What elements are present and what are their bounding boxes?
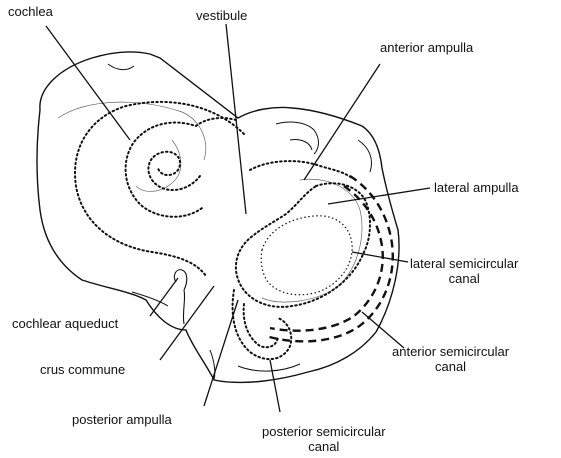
leader-cochlea [46, 26, 130, 140]
leader-posterior-ampulla [204, 300, 238, 406]
label-line: posterior semicircular [262, 424, 386, 439]
label-lateral-ampulla: lateral ampulla [434, 180, 519, 195]
label-posterior-ampulla: posterior ampulla [72, 412, 172, 427]
lateral-semicircular-canal-duct [261, 216, 352, 295]
leader-vestibule [226, 24, 246, 214]
label-vestibule: vestibule [196, 8, 247, 23]
label-line: anterior semicircular [392, 344, 509, 359]
label-line: canal [410, 271, 518, 286]
label-anterior-semicircular-canal: anterior semicircular canal [392, 344, 509, 374]
label-lateral-semicircular-canal: lateral semicircular canal [410, 256, 518, 286]
label-line: lateral semicircular [410, 256, 518, 271]
label-cochlea: cochlea [8, 4, 53, 19]
label-line: canal [262, 439, 386, 454]
cochlear-duct [75, 102, 244, 276]
label-anterior-ampulla: anterior ampulla [380, 40, 473, 55]
label-crus-commune: crus commune [40, 362, 125, 377]
label-posterior-semicircular-canal: posterior semicircular canal [262, 424, 386, 454]
leader-lateral-ampulla [328, 188, 430, 204]
label-cochlear-aqueduct: cochlear aqueduct [12, 316, 118, 331]
leader-posterior-semicircular-canal [270, 360, 280, 412]
posterior-canal-duct [233, 290, 292, 359]
leader-anterior-ampulla [304, 64, 380, 180]
label-line: canal [392, 359, 509, 374]
bony-labyrinth-outline [37, 52, 399, 383]
leader-cochlear-aqueduct [150, 278, 178, 316]
cochlear-aqueduct-shape [174, 270, 186, 324]
bone-texture [108, 64, 372, 380]
anterior-semicircular-canal-duct [266, 176, 393, 341]
inner-contour [58, 102, 362, 302]
leader-crus-commune [160, 286, 214, 360]
